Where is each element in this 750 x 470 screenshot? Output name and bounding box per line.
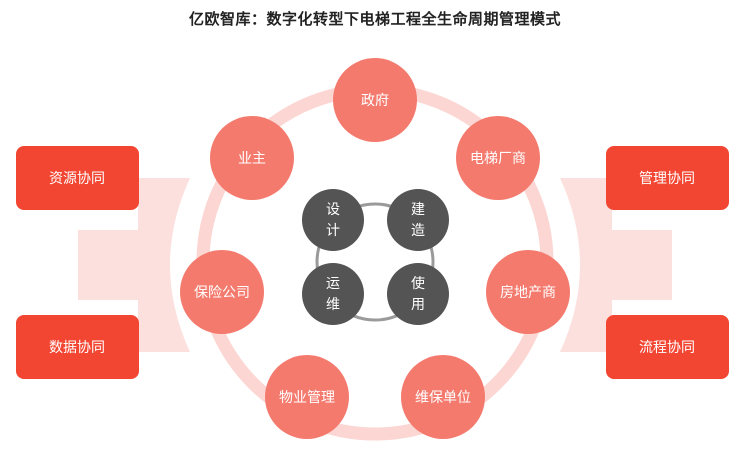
box-resource-collab: 资源协同 — [16, 146, 139, 210]
node-owner-label: 业主 — [238, 151, 266, 167]
box-process-collab: 流程协同 — [606, 315, 729, 379]
node-insurance-label: 保险公司 — [194, 285, 250, 301]
node-government: 政府 — [333, 58, 417, 142]
node-maintenance: 维保单位 — [401, 355, 485, 439]
core-node-build-line1: 建 — [411, 202, 425, 218]
right-band — [560, 178, 672, 352]
box-resource-collab-label: 资源协同 — [49, 171, 105, 187]
node-elevator-maker: 电梯厂商 — [456, 116, 540, 200]
box-data-collab-label: 数据协同 — [49, 340, 105, 356]
box-management-collab: 管理协同 — [606, 146, 729, 210]
page-title: 亿欧智库：数字化转型下电梯工程全生命周期管理模式 — [188, 10, 561, 28]
core-node-design: 设 计 — [302, 189, 364, 251]
core-node-use-line1: 使 — [411, 275, 425, 292]
core-node-design-line2: 计 — [326, 223, 340, 239]
core-node-use: 使 用 — [387, 263, 449, 325]
core-ring — [315, 202, 435, 322]
node-elevator-maker-label: 电梯厂商 — [470, 151, 526, 167]
node-property-mgmt: 物业管理 — [265, 355, 349, 439]
node-real-estate-label: 房地产商 — [500, 285, 556, 301]
core-node-operate: 运 维 — [302, 263, 364, 325]
node-owner: 业主 — [210, 116, 294, 200]
core-node-operate-line1: 运 — [326, 276, 340, 292]
core-node-use-line2: 用 — [411, 297, 425, 313]
node-property-mgmt-label: 物业管理 — [279, 390, 335, 406]
node-maintenance-label: 维保单位 — [415, 390, 471, 406]
node-government-label: 政府 — [361, 93, 389, 109]
left-band — [78, 178, 190, 352]
node-insurance: 保险公司 — [180, 250, 264, 334]
core-node-design-line1: 设 — [326, 202, 340, 218]
box-process-collab-label: 流程协同 — [639, 340, 695, 356]
box-data-collab: 数据协同 — [16, 315, 139, 379]
core-node-build: 建 造 — [387, 189, 449, 251]
node-real-estate: 房地产商 — [486, 250, 570, 334]
box-management-collab-label: 管理协同 — [639, 171, 695, 187]
core-node-build-line2: 造 — [411, 223, 425, 239]
core-node-operate-line2: 维 — [326, 297, 340, 313]
